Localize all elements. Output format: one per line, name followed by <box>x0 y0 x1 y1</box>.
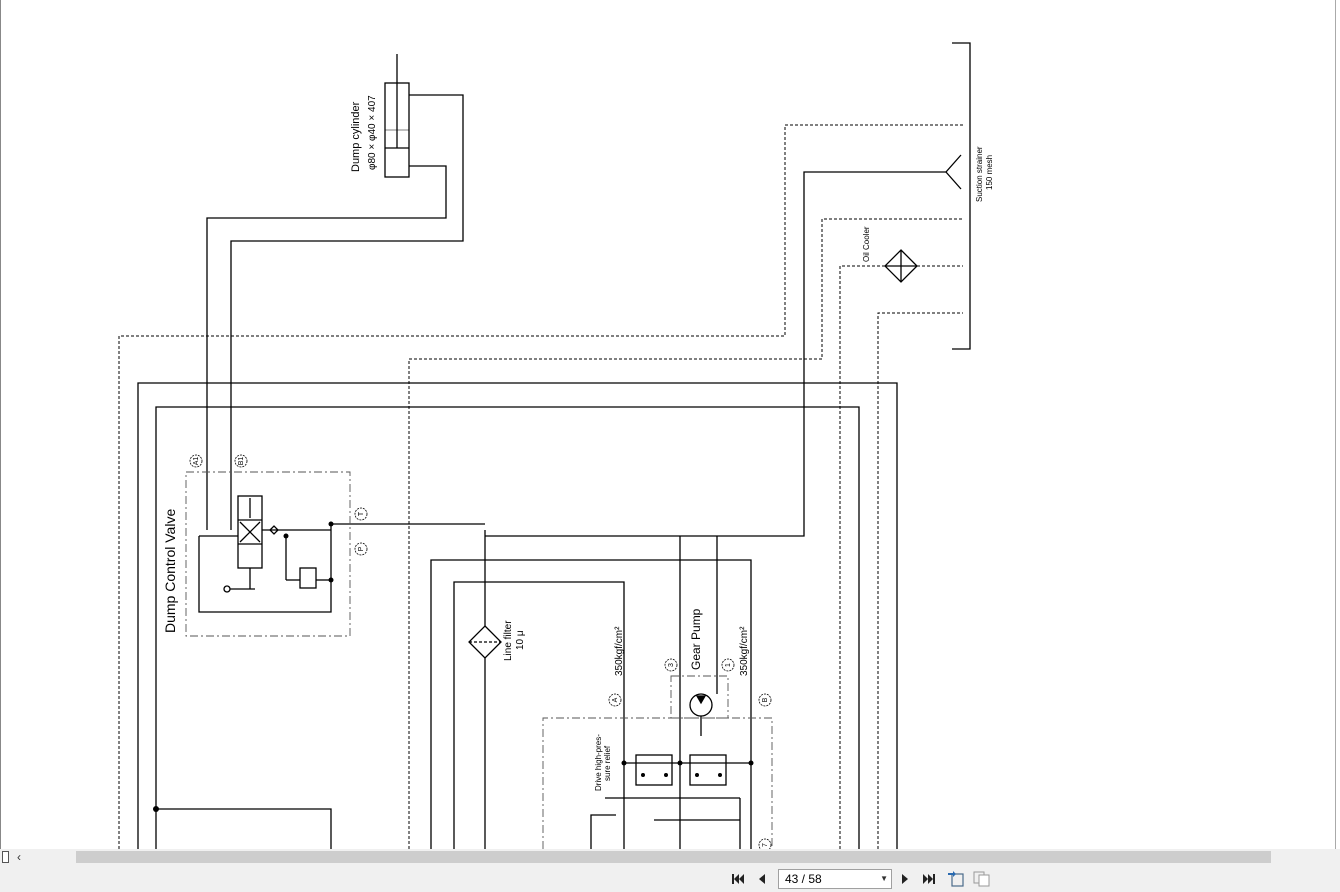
first-page-icon[interactable] <box>728 869 748 889</box>
relief-label-line1: Drive high-pres- <box>594 734 603 791</box>
two-page-icon[interactable] <box>972 869 992 889</box>
page-right-border <box>1335 0 1336 849</box>
previous-page-icon[interactable] <box>752 869 772 889</box>
page-left-border <box>0 0 1 849</box>
next-page-icon[interactable] <box>895 869 915 889</box>
oil-cooler-label: Oil Cooler <box>862 226 871 262</box>
page-indicator: 43 / 58 <box>785 872 822 886</box>
document-page: Dump cylinder φ80 × φ40 × 407 Suction st… <box>0 0 1336 849</box>
horizontal-scrollbar[interactable]: ‹ <box>0 849 1340 865</box>
port-a1-label: A1 <box>193 457 200 466</box>
suction-strainer-label: Suction strainer <box>975 146 984 202</box>
pressure-right-label: 350kgf/cm² <box>739 626 750 676</box>
port-3-label: 3 <box>668 663 675 667</box>
scrollbar-thumb[interactable] <box>76 851 1271 863</box>
dump-cylinder-spec: φ80 × φ40 × 407 <box>367 95 378 170</box>
port-p-label: P <box>358 546 365 551</box>
scroll-left-icon[interactable]: ‹ <box>17 850 21 864</box>
port-1-label: 1 <box>725 663 732 667</box>
chevron-down-icon[interactable]: ▼ <box>880 874 888 883</box>
gear-pump-label: Gear Pump <box>689 608 703 670</box>
port-b1-label: B1 <box>238 457 245 466</box>
hydraulic-schematic: Dump cylinder φ80 × φ40 × 407 Suction st… <box>118 42 994 849</box>
dump-cylinder-label: Dump cylinder <box>350 101 362 172</box>
line-filter-label: Line filter <box>503 620 514 661</box>
port-a-label: A <box>612 697 619 702</box>
suction-strainer-spec: 150 mesh <box>985 155 994 190</box>
port-7-label: 7 <box>762 843 769 847</box>
scroll-corner-icon <box>2 851 9 863</box>
dump-control-valve-label: Dump Control Valve <box>162 509 178 633</box>
line-filter-spec: 10 μ <box>515 630 526 650</box>
port-t-label: T <box>358 511 365 516</box>
pressure-left-label: 350kgf/cm² <box>614 626 625 676</box>
dump-control-valve-boundary <box>185 471 351 637</box>
relief-label-line2: sure relief <box>603 745 612 781</box>
last-page-icon[interactable] <box>919 869 939 889</box>
page-number-input[interactable]: 43 / 58 ▼ <box>778 869 892 889</box>
fit-page-icon[interactable] <box>946 869 966 889</box>
port-b-label: B <box>762 697 769 702</box>
viewer-toolbar: 43 / 58 ▼ <box>0 865 1340 892</box>
